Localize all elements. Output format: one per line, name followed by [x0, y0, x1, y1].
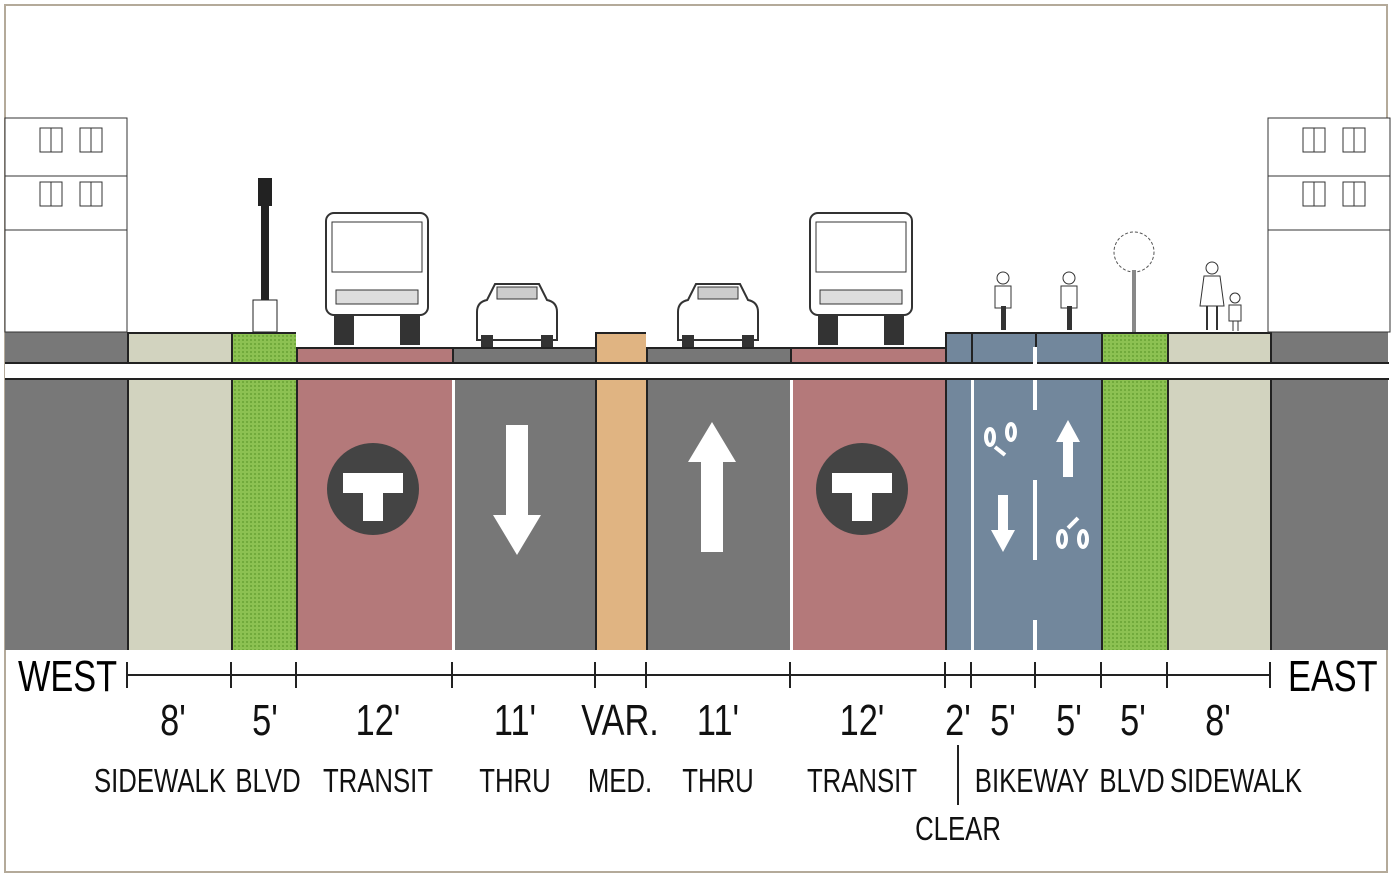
- segment-name-label: THRU: [479, 762, 551, 799]
- section-strip-2: [296, 347, 452, 362]
- dimension-tick: [789, 662, 791, 688]
- dimension-tick: [1034, 662, 1036, 688]
- segment-name-label: BLVD: [1099, 762, 1165, 799]
- car-icon: [677, 283, 759, 347]
- bikeway-center-dash: [1033, 347, 1037, 650]
- car-icon: [476, 283, 558, 347]
- dimension-label: 5': [252, 696, 278, 745]
- dimension-label: 11': [696, 696, 740, 745]
- dimension-tick: [230, 662, 232, 688]
- segment-name-label: SIDEWALK: [1169, 762, 1303, 799]
- dimension-tick: [1100, 662, 1102, 688]
- dimension-label: 8': [1205, 696, 1231, 745]
- dimension-label: 5': [1120, 696, 1146, 745]
- segment-name-label: MED.: [587, 762, 653, 799]
- segment-name-label: SIDEWALK: [93, 762, 227, 799]
- segment-name-label: BLVD: [235, 762, 301, 799]
- segment-name-label: BIKEWAY: [974, 762, 1090, 799]
- cyclist-icon: [1060, 271, 1078, 330]
- lane-clear-7: [945, 380, 971, 650]
- bike-arrow-up-icon: [1056, 420, 1080, 477]
- bus-icon: [809, 212, 913, 345]
- bike-symbol-icon: [984, 422, 1089, 549]
- building-west: [4, 117, 128, 333]
- segment-name-label: THRU: [682, 762, 754, 799]
- bus-icon: [325, 212, 429, 345]
- section-strip-5: [646, 347, 790, 362]
- dimension-label: 2': [945, 696, 971, 745]
- section-strip-11: [1167, 332, 1270, 362]
- dimension-line: [127, 674, 1270, 676]
- section-plan-divider: [5, 362, 1389, 380]
- pedestrians-icon: [1199, 261, 1242, 331]
- outer-right-zone: [1270, 380, 1388, 650]
- lane-med-4: [595, 380, 646, 650]
- transit-t-icon: [816, 443, 908, 535]
- outer-left-strip: [5, 332, 127, 362]
- segment-name-label: CLEAR: [915, 810, 1001, 847]
- dimension-label: VAR.: [581, 696, 659, 745]
- lane-blvd-1: [231, 380, 296, 650]
- outer-left-zone: [5, 380, 127, 650]
- bike-arrow-down-icon: [991, 495, 1015, 552]
- east-label: EAST: [1288, 652, 1378, 701]
- cyclist-icon: [994, 271, 1012, 330]
- dimension-tick: [126, 662, 128, 688]
- dimension-label: 11': [493, 696, 537, 745]
- street-lamp-icon: [252, 178, 278, 333]
- lane-sidewalk-0: [127, 380, 231, 650]
- transit-t-icon: [327, 443, 419, 535]
- dimension-tick: [944, 662, 946, 688]
- dimension-tick: [1166, 662, 1168, 688]
- dimension-label: 8': [160, 696, 186, 745]
- section-strip-0: [127, 332, 231, 362]
- dimension-label: 12': [355, 696, 401, 745]
- dimension-tick: [970, 662, 972, 688]
- section-strip-4: [595, 332, 646, 362]
- lane-blvd-10: [1101, 380, 1167, 650]
- dimension-label: 5': [990, 696, 1016, 745]
- lane-sidewalk-11: [1167, 380, 1270, 650]
- arrow-down-icon: [493, 425, 541, 555]
- segment-name-label: TRANSIT: [806, 762, 918, 799]
- dimension-tick: [295, 662, 297, 688]
- section-strip-6: [790, 347, 945, 362]
- building-east: [1267, 117, 1391, 333]
- section-strip-3: [452, 347, 595, 362]
- west-label: WEST: [18, 652, 118, 701]
- section-strip-8: [971, 332, 1035, 362]
- tree-icon: [1113, 231, 1155, 332]
- dimension-tick: [451, 662, 453, 688]
- section-strip-10: [1101, 332, 1167, 362]
- dimension-tick: [645, 662, 647, 688]
- dimension-tick: [1269, 662, 1271, 688]
- section-strip-7: [945, 332, 971, 362]
- clear-divider: [957, 745, 959, 805]
- section-strip-1: [231, 332, 296, 362]
- dimension-label: 12': [839, 696, 885, 745]
- dimension-label: 5': [1056, 696, 1082, 745]
- arrow-up-icon: [688, 422, 736, 552]
- outer-right-strip: [1270, 332, 1388, 362]
- segment-name-label: TRANSIT: [322, 762, 434, 799]
- dimension-tick: [594, 662, 596, 688]
